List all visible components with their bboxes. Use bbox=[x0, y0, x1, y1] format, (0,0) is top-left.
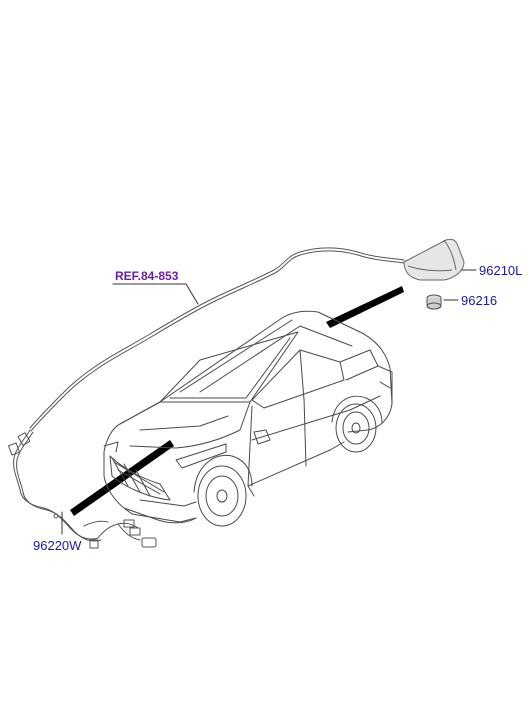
shark-fin-antenna bbox=[403, 238, 465, 281]
roof-cable bbox=[29, 247, 405, 432]
reference-leader-line bbox=[112, 283, 199, 305]
callout-bands bbox=[70, 286, 404, 516]
reference-label-ref-84-853[interactable]: REF.84-853 bbox=[115, 269, 179, 283]
part-label-antenna-cap[interactable]: 96216 bbox=[461, 293, 498, 308]
antenna-cap bbox=[426, 294, 442, 310]
part-label-antenna-cable[interactable]: 96220W bbox=[33, 538, 82, 553]
suv-vehicle bbox=[103, 310, 393, 527]
antenna-cable-harness bbox=[8, 429, 157, 549]
part-label-antenna-assembly[interactable]: 96210L bbox=[479, 263, 523, 278]
